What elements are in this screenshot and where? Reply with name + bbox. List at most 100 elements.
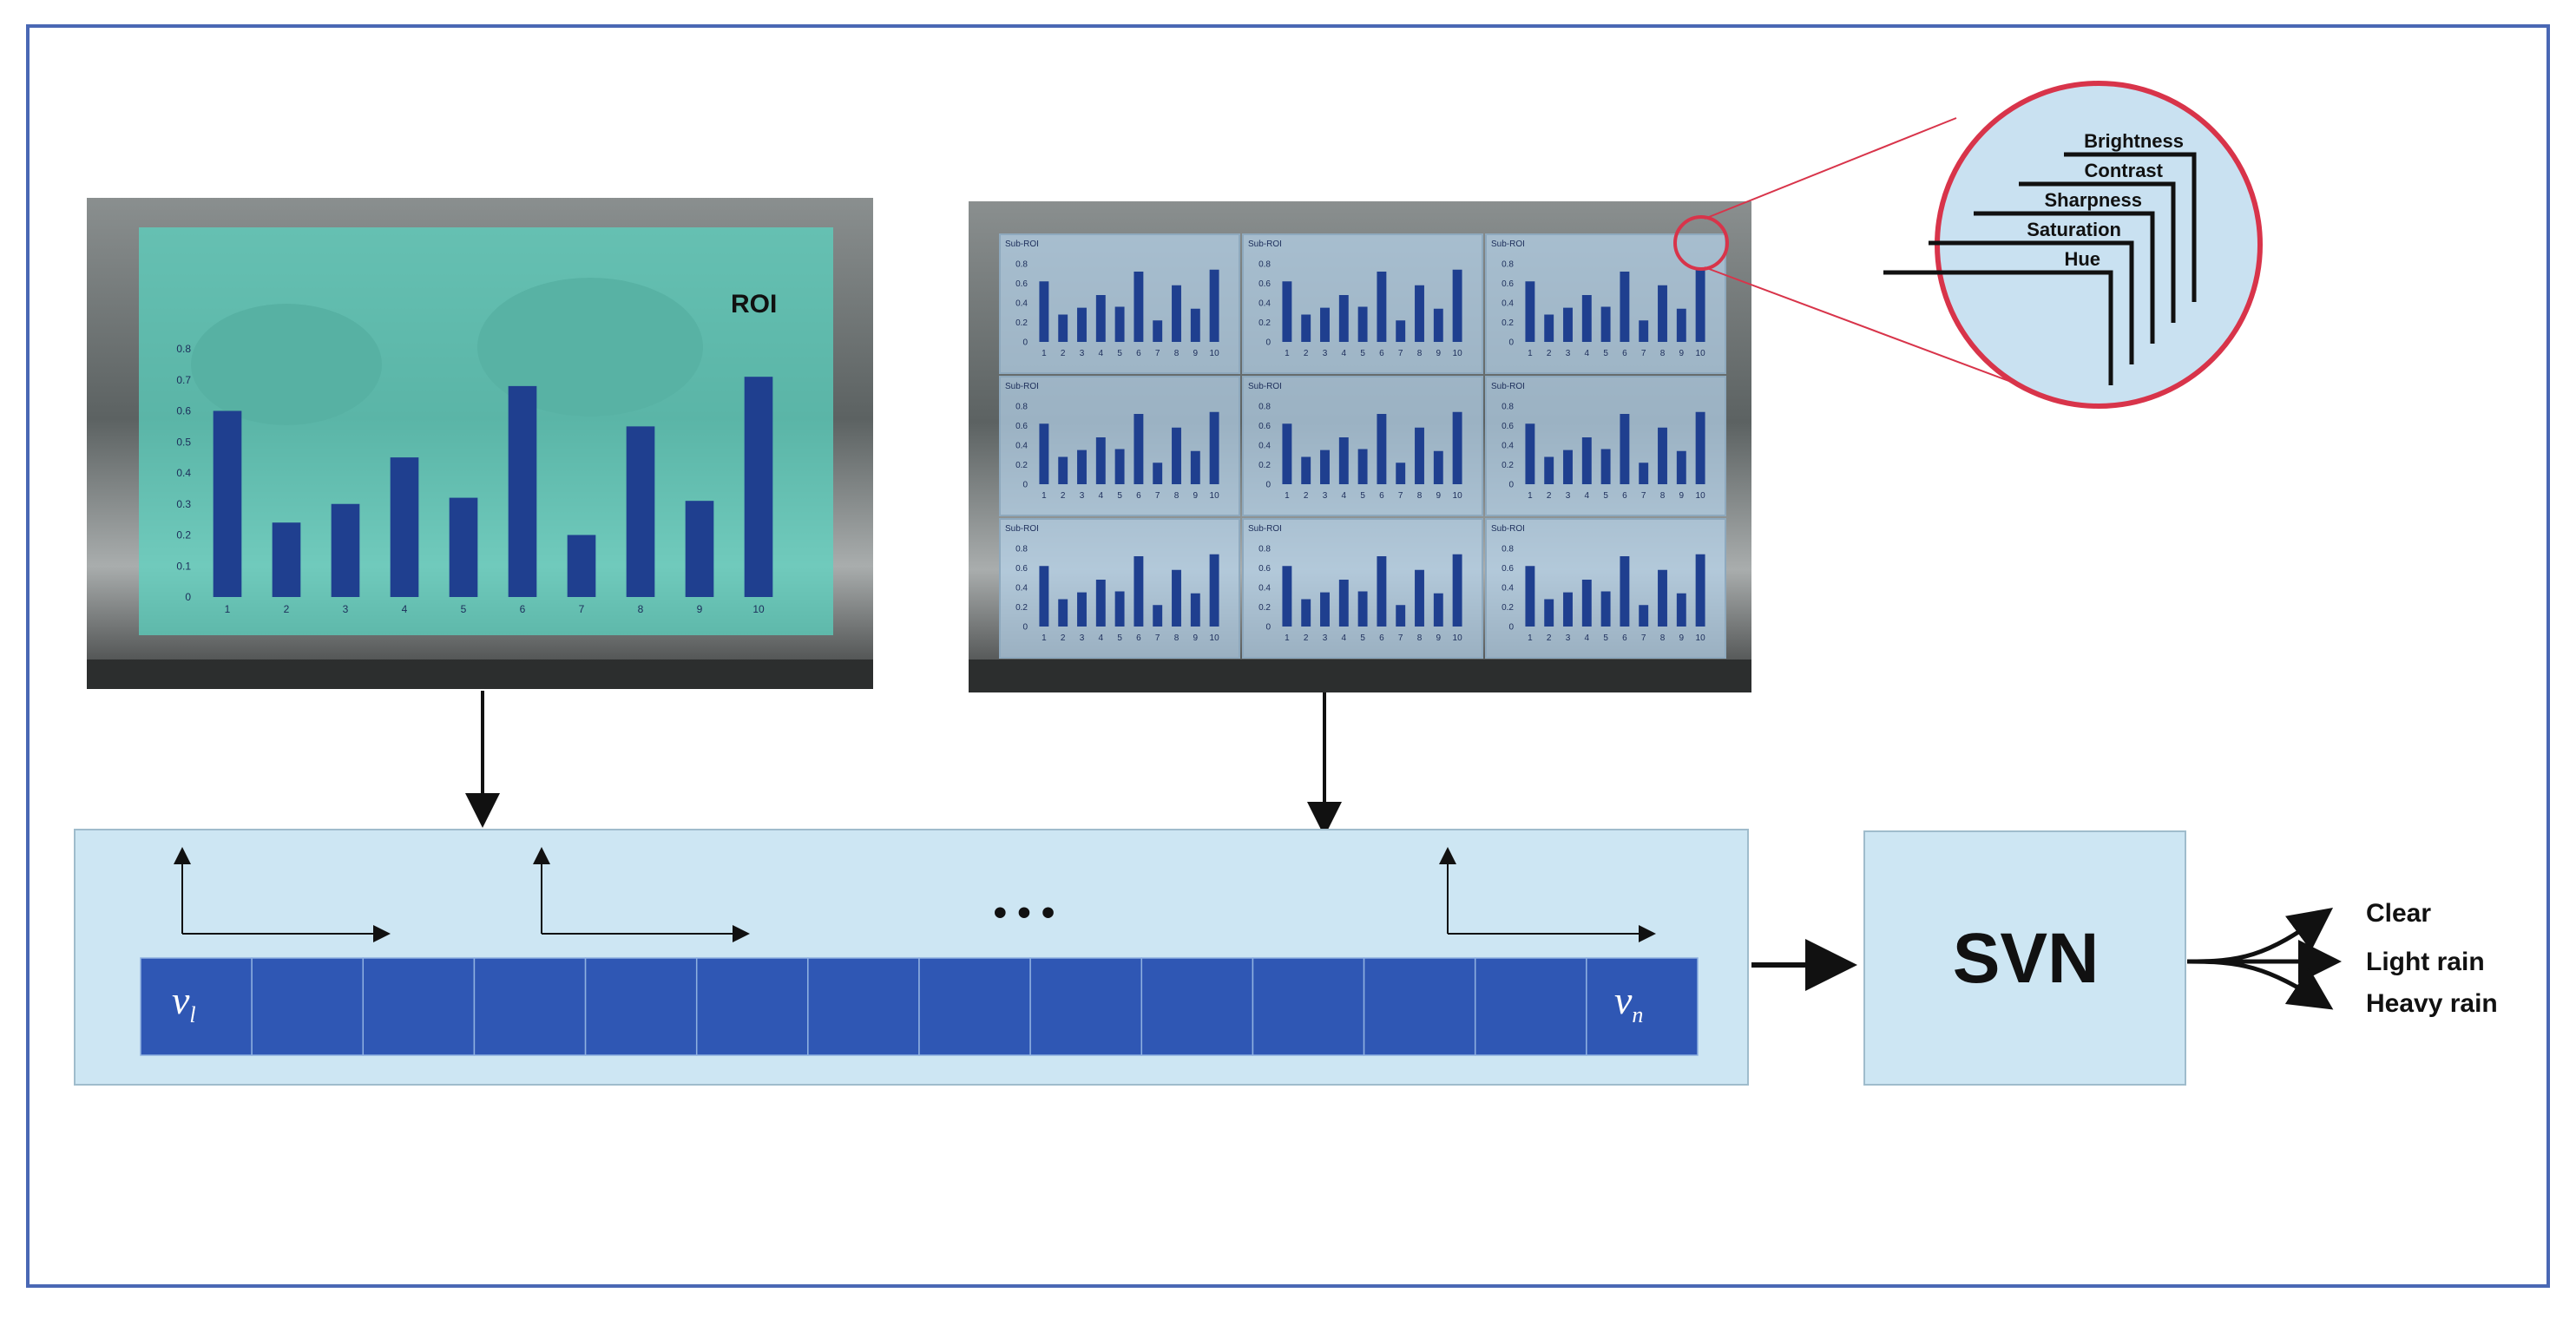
y-tick-label: 0 xyxy=(1022,622,1028,632)
histogram-bar xyxy=(1639,320,1649,342)
histogram-bar xyxy=(331,503,360,597)
histogram-bar xyxy=(1172,427,1181,484)
x-tick-label: 1 xyxy=(1285,491,1290,501)
histogram-bar xyxy=(1581,295,1592,342)
histogram-bar xyxy=(1320,592,1330,627)
histogram-bar xyxy=(1338,437,1349,484)
x-tick-label: 6 xyxy=(1136,633,1141,643)
histogram-bar xyxy=(1153,463,1163,484)
feature-label: Sharpness xyxy=(2045,189,2143,211)
x-tick-label: 4 xyxy=(1585,349,1590,358)
x-tick-label: 4 xyxy=(1585,491,1590,501)
vector-cell xyxy=(1029,957,1143,1056)
x-tick-label: 9 xyxy=(1193,633,1199,643)
y-tick-label: 0.6 xyxy=(1258,279,1271,289)
histogram-bar xyxy=(1396,605,1406,627)
histogram-bar xyxy=(1452,269,1462,342)
vector-cell xyxy=(140,957,253,1056)
histogram-bar xyxy=(1658,427,1667,484)
x-tick-label: 9 xyxy=(1436,633,1442,643)
y-tick-label: 0.4 xyxy=(1502,299,1514,308)
x-tick-label: 2 xyxy=(1061,633,1066,643)
y-tick-label: 0 xyxy=(1022,338,1028,347)
histogram-bar xyxy=(1415,285,1424,342)
y-tick-label: 0.4 xyxy=(1258,583,1271,593)
x-tick-label: 7 xyxy=(1155,633,1160,643)
histogram-bar xyxy=(1320,307,1330,342)
y-tick-label: 0.6 xyxy=(1015,422,1028,431)
x-tick-label: 5 xyxy=(1603,491,1608,501)
y-tick-label: 0.2 xyxy=(1502,318,1514,328)
x-tick-label: 2 xyxy=(1061,349,1066,358)
x-tick-label: 4 xyxy=(1585,633,1590,643)
y-tick-label: 0.2 xyxy=(1258,461,1271,470)
x-tick-label: 7 xyxy=(1398,633,1403,643)
x-tick-label: 2 xyxy=(1547,349,1552,358)
histogram-bar xyxy=(1433,593,1443,627)
x-tick-label: 4 xyxy=(1099,349,1104,358)
feature-layer-edge xyxy=(1883,270,2113,385)
x-tick-label: 6 xyxy=(1379,633,1384,643)
y-tick-label: 0.8 xyxy=(1502,544,1514,554)
output-arrow-heavy-rain xyxy=(2186,959,2334,1010)
x-tick-label: 2 xyxy=(1304,349,1309,358)
histogram-bar xyxy=(1282,566,1292,627)
histogram-bar xyxy=(1134,272,1144,342)
y-tick-label: 0 xyxy=(1508,480,1514,489)
x-tick-label: 5 xyxy=(1117,633,1122,643)
histogram-bar xyxy=(1190,450,1200,484)
histogram-bar xyxy=(1039,423,1049,484)
zoom-line-bottom xyxy=(1704,266,2049,397)
x-tick-label: 5 xyxy=(1360,491,1365,501)
histogram-bar xyxy=(1563,592,1573,627)
x-tick-label: 6 xyxy=(1379,349,1384,358)
vector-cell xyxy=(1474,957,1587,1056)
histogram-bar xyxy=(1676,593,1686,627)
histogram-bar xyxy=(1114,591,1125,627)
x-tick-label: 10 xyxy=(1696,349,1706,358)
histogram-bar xyxy=(1320,450,1330,484)
vector-cell xyxy=(695,957,809,1056)
x-tick-label: 6 xyxy=(1622,491,1627,501)
histogram-bar xyxy=(1396,320,1406,342)
x-tick-label: 5 xyxy=(1117,349,1122,358)
histogram-bar xyxy=(1172,285,1181,342)
x-tick-label: 10 xyxy=(1453,491,1463,501)
histogram-bar xyxy=(1077,307,1087,342)
histogram-bar xyxy=(1134,414,1144,484)
feature-vector-panel: • • • vl vn xyxy=(74,829,1749,1086)
histogram-bar xyxy=(1357,306,1368,342)
x-tick-label: 3 xyxy=(1566,491,1571,501)
histogram-bar xyxy=(744,377,773,597)
x-tick-label: 10 xyxy=(1210,633,1220,643)
histogram-bar xyxy=(1095,580,1106,627)
y-tick-label: 0.4 xyxy=(1015,441,1028,450)
vector-last-symbol: vn xyxy=(1614,978,1643,1027)
y-tick-label: 0.1 xyxy=(176,560,191,572)
sub-roi-label: Sub-ROI xyxy=(1491,240,1525,249)
y-tick-label: 0.2 xyxy=(176,529,191,541)
histogram-bar xyxy=(1695,411,1705,484)
histogram-bar xyxy=(1639,463,1649,484)
y-tick-label: 0.4 xyxy=(1015,299,1028,308)
x-tick-label: 3 xyxy=(1566,633,1571,643)
histogram-bar xyxy=(1377,414,1387,484)
x-tick-label: 10 xyxy=(1210,491,1220,501)
x-tick-label: 7 xyxy=(1398,491,1403,501)
y-tick-label: 0.8 xyxy=(1502,402,1514,411)
figure-frame xyxy=(26,24,2550,1288)
x-tick-label: 3 xyxy=(343,603,349,615)
y-tick-label: 0.8 xyxy=(1502,259,1514,269)
x-tick-label: 1 xyxy=(1042,633,1047,643)
y-tick-label: 0.4 xyxy=(1258,299,1271,308)
x-tick-label: 3 xyxy=(1323,349,1328,358)
histogram-bar xyxy=(1301,314,1311,342)
y-tick-label: 0.6 xyxy=(1502,422,1514,431)
histogram-bar xyxy=(1039,566,1049,627)
